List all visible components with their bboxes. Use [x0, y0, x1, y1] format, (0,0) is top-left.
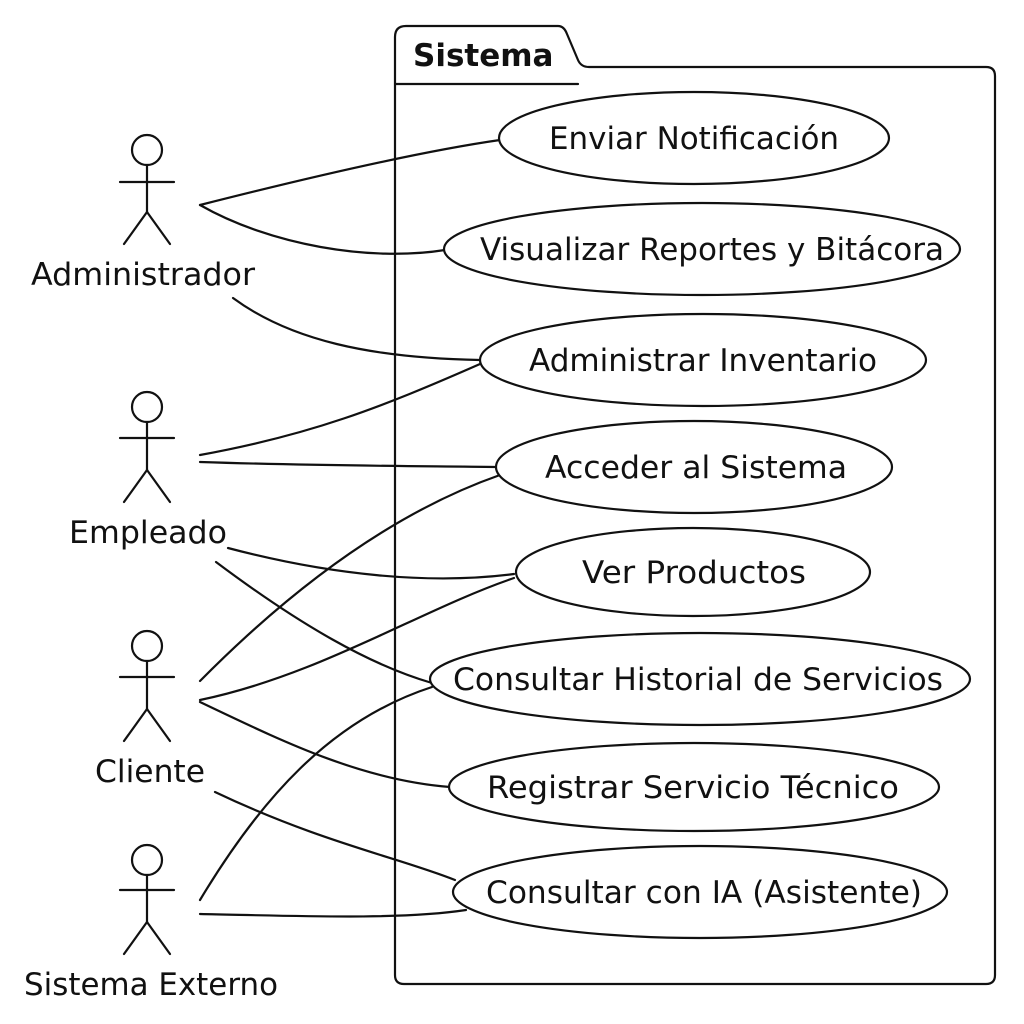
- use-case-ellipse: [497, 90, 891, 186]
- actors: Administrador Empleado Cliente: [24, 133, 278, 1003]
- assoc-empleado-consultar-historial: [214, 560, 434, 685]
- stick-figure-icon: [118, 133, 176, 246]
- use-case-label: Enviar Notificación: [549, 121, 839, 157]
- system-title: Sistema: [413, 38, 553, 74]
- use-case-ellipse: [478, 312, 928, 408]
- assoc-cliente-registrar-servicio: [198, 700, 452, 789]
- assoc-empleado-ver-productos: [226, 546, 516, 580]
- use-case-consultar-ia[interactable]: Consultar con IA (Asistente): [451, 844, 949, 940]
- actor-label: Cliente: [95, 754, 205, 790]
- use-case-ellipse: [451, 844, 949, 940]
- use-case-acceder-sistema[interactable]: Acceder al Sistema: [494, 419, 894, 515]
- use-case-ellipse: [428, 631, 972, 727]
- actor-empleado[interactable]: Empleado: [69, 390, 227, 551]
- actor-label: Sistema Externo: [24, 967, 278, 1003]
- use-case-label: Administrar Inventario: [529, 343, 877, 379]
- use-case-consultar-historial[interactable]: Consultar Historial de Servicios: [428, 631, 972, 727]
- use-case-label: Consultar Historial de Servicios: [453, 662, 943, 698]
- assoc-administrador-administrar-inventario: [231, 296, 482, 362]
- actor-label: Empleado: [69, 515, 227, 551]
- use-case-ellipse: [514, 526, 872, 618]
- assoc-cliente-ver-productos: [198, 576, 516, 702]
- use-case-enviar-notificacion[interactable]: Enviar Notificación: [497, 90, 891, 186]
- associations: [198, 138, 516, 918]
- use-case-ellipse: [442, 201, 962, 297]
- use-case-label: Consultar con IA (Asistente): [486, 875, 922, 911]
- use-cases: Enviar Notificación Visualizar Reportes …: [428, 90, 972, 940]
- assoc-cliente-consultar-ia: [213, 790, 457, 882]
- assoc-administrador-enviar-notificacion: [198, 138, 502, 207]
- use-case-label: Acceder al Sistema: [545, 450, 847, 486]
- assoc-sistema-externo-consultar-historial: [198, 685, 434, 902]
- actor-administrador[interactable]: Administrador: [31, 133, 255, 293]
- assoc-empleado-acceder-sistema: [198, 460, 498, 469]
- use-case-ellipse: [494, 419, 894, 515]
- stick-figure-icon: [118, 629, 176, 743]
- use-case-label: Visualizar Reportes y Bitácora: [480, 232, 944, 268]
- use-case-label: Ver Productos: [582, 555, 806, 591]
- use-case-visualizar-reportes[interactable]: Visualizar Reportes y Bitácora: [442, 201, 962, 297]
- actor-label: Administrador: [31, 257, 255, 293]
- system-frame: [393, 24, 997, 986]
- use-case-registrar-servicio[interactable]: Registrar Servicio Técnico: [447, 741, 941, 833]
- assoc-cliente-acceder-sistema: [198, 473, 502, 683]
- actor-sistema-externo[interactable]: Sistema Externo: [24, 843, 278, 1003]
- use-case-administrar-inventario[interactable]: Administrar Inventario: [478, 312, 928, 408]
- stick-figure-icon: [118, 843, 176, 956]
- use-case-ver-productos[interactable]: Ver Productos: [514, 526, 872, 618]
- stick-figure-icon: [118, 390, 176, 504]
- use-case-ellipse: [447, 741, 941, 833]
- system-boundary: Sistema: [393, 24, 997, 986]
- use-case-label: Registrar Servicio Técnico: [487, 770, 899, 806]
- assoc-empleado-administrar-inventario: [198, 362, 482, 457]
- actor-cliente[interactable]: Cliente: [95, 629, 205, 790]
- assoc-administrador-visualizar-reportes: [198, 203, 447, 255]
- assoc-sistema-externo-consultar-ia: [198, 908, 468, 918]
